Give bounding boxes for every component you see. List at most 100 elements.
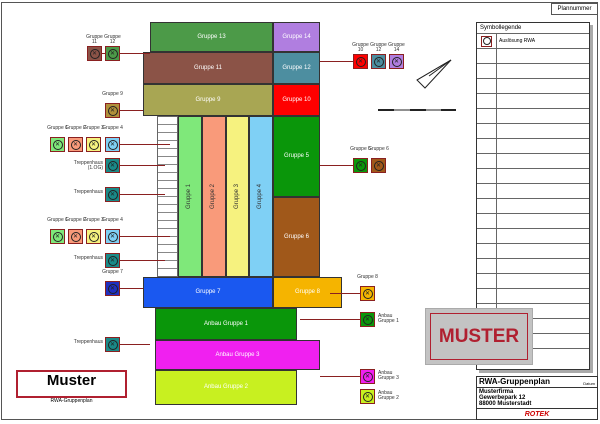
icon-label: Gruppe 5 [350, 146, 371, 152]
rwa-button-icon[interactable]: ✕ [105, 158, 120, 173]
muster-stamp: MUSTER [425, 308, 533, 365]
zone-gruppe-3: Gruppe 3 [226, 116, 249, 277]
zone-label: Anbau Gruppe 3 [215, 351, 260, 358]
rwa-button-icon[interactable]: ✕ [87, 46, 102, 61]
zone-gruppe-1: Gruppe 1 [178, 116, 202, 277]
muster-title: Muster [46, 372, 97, 389]
zone-gruppe-7: Gruppe 7 [143, 277, 273, 308]
rwa-button-icon[interactable]: ✕ [105, 253, 120, 268]
icon-label: Treppenhaus (1.OG) [73, 160, 103, 171]
zone-label: Gruppe 2 [210, 183, 217, 210]
icon-label: Gruppe 4 [102, 125, 123, 131]
zone-gruppe-9: Gruppe 9 [143, 84, 273, 116]
rwa-button-icon[interactable]: ✕ [105, 229, 120, 244]
rwa-button-icon[interactable]: ✕ [86, 229, 101, 244]
legend-row [477, 48, 589, 63]
icon-label: Gruppe 8 [357, 274, 378, 280]
icon-label: Treppenhaus [73, 255, 103, 261]
connector-line [320, 376, 360, 377]
icon-label: Anbau Gruppe 1 [378, 313, 399, 324]
address-line: Musterfirma [479, 389, 514, 395]
rwa-button-icon[interactable]: ✕ [360, 389, 375, 404]
rwa-button-icon[interactable]: ✕ [353, 158, 368, 173]
icon-label: Gruppe 6 [368, 146, 389, 152]
zone-gruppe-12: Gruppe 12 [273, 52, 320, 84]
rwa-button-icon[interactable]: ✕ [371, 54, 386, 69]
connector-line [320, 61, 353, 62]
legend-row [477, 183, 589, 198]
rwa-button-icon[interactable]: ✕ [50, 229, 65, 244]
icon-label: Gruppe 3 [83, 125, 104, 131]
rwa-button-icon[interactable]: ✕ [389, 54, 404, 69]
legend-row [477, 78, 589, 93]
rwa-button-icon[interactable]: ✕ [105, 103, 120, 118]
zone-anbau-gruppe-1: Anbau Gruppe 1 [155, 308, 297, 340]
legend-item-label: Auslösung RWA [499, 38, 536, 44]
zone-label: Gruppe 9 [195, 96, 221, 103]
zone-label: Anbau Gruppe 1 [203, 320, 249, 327]
rwa-button-icon[interactable]: ✕ [360, 312, 375, 327]
zone-gruppe-8: Gruppe 8 [273, 277, 342, 308]
icon-label: Gruppe 14 [388, 42, 405, 53]
zone-label: Anbau Gruppe 2 [203, 384, 249, 390]
zone-gruppe-10: Gruppe 10 [273, 84, 320, 116]
zone-gruppe-11: Gruppe 11 [143, 52, 273, 84]
connector-line [120, 236, 170, 237]
zone-label: Gruppe 5 [283, 153, 310, 159]
rwa-button-icon[interactable]: ✕ [105, 187, 120, 202]
icon-label: Gruppe 7 [102, 269, 123, 275]
rwa-button-icon[interactable]: ✕ [371, 158, 386, 173]
rwa-button-icon[interactable]: ✕ [68, 137, 83, 152]
rwa-button-icon[interactable]: ✕ [50, 137, 65, 152]
zone-gruppe-4: Gruppe 4 [249, 116, 273, 277]
zone-gruppe-6: Gruppe 6 [273, 197, 320, 277]
legend-row [477, 198, 589, 213]
legend-row [477, 213, 589, 228]
zone-label: Gruppe 4 [257, 183, 264, 210]
rwa-button-icon[interactable]: ✕ [105, 137, 120, 152]
rwa-button-icon[interactable]: ✕ [68, 229, 83, 244]
zone-anbau-gruppe-2: Anbau Gruppe 2 [155, 370, 297, 405]
rwa-button-icon[interactable]: ✕ [105, 281, 120, 296]
legend-row [477, 153, 589, 168]
date-label: Datum [583, 381, 595, 386]
zone-label: Gruppe 7 [195, 289, 221, 295]
icon-label: Gruppe 1 [47, 125, 68, 131]
zone-label: Gruppe 12 [282, 64, 311, 71]
legend-row [477, 93, 589, 108]
address-line: 88000 Musterstadt [479, 401, 532, 407]
legend-row [477, 108, 589, 123]
stairwell [157, 116, 178, 277]
zone-label: Gruppe 14 [282, 33, 311, 40]
zone-label: Gruppe 1 [186, 183, 193, 210]
rwa-trigger-icon [481, 35, 492, 47]
icon-label: Anbau Gruppe 3 [378, 370, 399, 381]
zone-label: Gruppe 6 [283, 233, 310, 240]
rwa-button-icon[interactable]: ✕ [353, 54, 368, 69]
connector-line [330, 293, 360, 294]
legend-row [477, 123, 589, 138]
rwa-button-icon[interactable]: ✕ [360, 286, 375, 301]
legend-row [477, 243, 589, 258]
zone-gruppe-5: Gruppe 5 [273, 116, 320, 197]
connector-line [120, 260, 165, 261]
icon-label: Gruppe 3 [83, 217, 104, 223]
rwa-button-icon[interactable]: ✕ [360, 369, 375, 384]
zone-label: Gruppe 10 [282, 96, 311, 103]
rwa-button-icon[interactable]: ✕ [105, 46, 120, 61]
legend-row [477, 168, 589, 183]
icon-label: Gruppe 12 [104, 34, 121, 45]
icon-label: Treppenhaus [73, 339, 103, 345]
icon-label: Gruppe 2 [65, 125, 86, 131]
icon-label: Gruppe 9 [102, 91, 123, 97]
rwa-button-icon[interactable]: ✕ [105, 337, 120, 352]
connector-line [120, 165, 165, 166]
connector-line [300, 319, 360, 320]
connector-line [120, 194, 165, 195]
plan-number-label: Plannummer [551, 3, 598, 15]
rwa-button-icon[interactable]: ✕ [86, 137, 101, 152]
legend-row [477, 273, 589, 288]
legend-title: Symbollegende [480, 25, 522, 31]
